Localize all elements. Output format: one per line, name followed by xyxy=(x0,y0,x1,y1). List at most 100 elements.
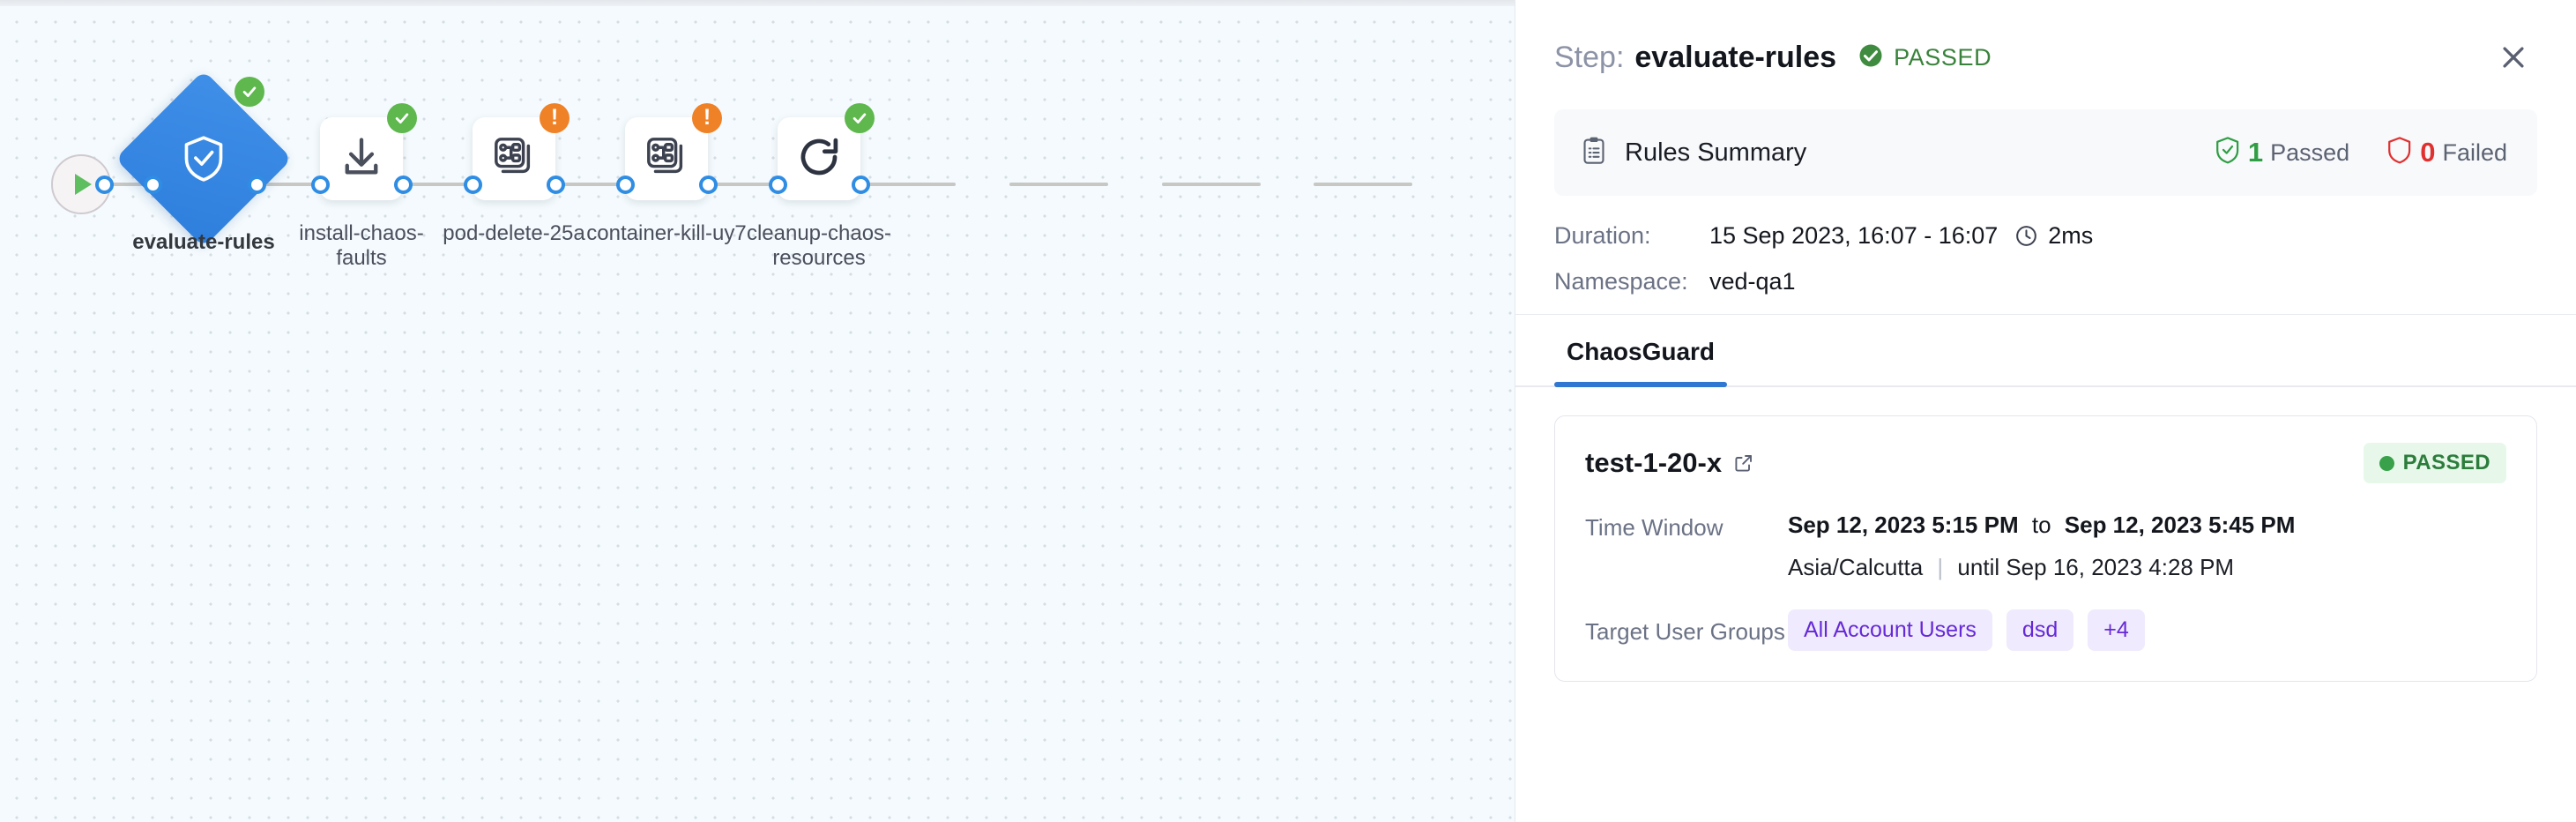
shield-check-icon xyxy=(2215,136,2241,170)
target-user-groups-row: Target User Groups All Account Users dsd… xyxy=(1585,609,2506,651)
duration-elapsed: 2ms xyxy=(2048,222,2094,249)
check-circle-icon xyxy=(1858,42,1884,73)
target-user-groups-label: Target User Groups xyxy=(1585,617,1785,645)
connector-line xyxy=(401,183,500,186)
node-status-badge-success xyxy=(387,103,417,133)
port-dot[interactable] xyxy=(248,176,266,194)
rules-summary-title: Rules Summary xyxy=(1625,138,1807,167)
step-meta: Duration: 15 Sep 2023, 16:07 - 16:07 2ms… xyxy=(1515,196,2576,295)
port-dot[interactable] xyxy=(144,176,162,194)
port-dot[interactable] xyxy=(547,176,565,194)
exclamation-icon: ! xyxy=(703,104,711,130)
rules-failed-label: Failed xyxy=(2442,138,2507,166)
connector-line xyxy=(264,183,335,186)
clipboard-icon xyxy=(1581,136,1607,170)
pipeline-node-cleanup-chaos-resources[interactable]: cleanup-chaos- resources xyxy=(747,103,891,270)
time-window-start: Sep 12, 2023 5:15 PM xyxy=(1788,512,2019,538)
user-group-chip[interactable]: All Account Users xyxy=(1788,609,1992,651)
time-window-end: Sep 12, 2023 5:45 PM xyxy=(2064,512,2296,538)
duration-row: Duration: 15 Sep 2023, 16:07 - 16:07 2ms xyxy=(1554,222,2537,250)
port-dot[interactable] xyxy=(769,176,787,194)
connector-line xyxy=(104,183,157,186)
canvas-top-strip xyxy=(0,0,1515,6)
connector-line xyxy=(857,183,956,186)
close-icon[interactable] xyxy=(2493,37,2534,78)
time-window-join: to xyxy=(2031,512,2051,538)
connector-line xyxy=(554,183,652,186)
pipeline-node-evaluate-rules[interactable]: evaluate-rules xyxy=(115,70,293,254)
test-name-group[interactable]: test-1-20-x xyxy=(1585,447,1754,479)
chaos-fault-icon xyxy=(492,135,536,183)
exclamation-icon: ! xyxy=(550,104,559,130)
node-status-badge-success xyxy=(845,103,875,133)
status-dot-icon xyxy=(2379,455,2394,471)
node-box xyxy=(320,103,417,200)
pipeline-node-install-chaos-faults[interactable]: install-chaos- faults xyxy=(299,103,424,270)
rules-passed-count: 1 xyxy=(2247,137,2264,168)
node-status-badge-warning: ! xyxy=(692,103,722,133)
play-icon xyxy=(75,174,92,195)
rules-passed-label: Passed xyxy=(2270,138,2350,166)
chaos-fault-icon xyxy=(644,135,689,183)
port-dot[interactable] xyxy=(616,176,635,194)
pipeline-node-pod-delete-25a[interactable]: ! pod-delete-25a xyxy=(443,103,585,245)
page-title: evaluate-rules xyxy=(1634,40,1837,74)
port-dot[interactable] xyxy=(394,176,413,194)
port-dot[interactable] xyxy=(95,176,114,194)
tabs-underline xyxy=(1515,385,2576,387)
port-dot[interactable] xyxy=(699,176,718,194)
tab-chaosguard[interactable]: ChaosGuard xyxy=(1554,315,1728,387)
panel-title-prefix: Step: xyxy=(1554,40,1625,74)
diamond-shape xyxy=(115,70,293,248)
namespace-label: Namespace: xyxy=(1554,268,1688,295)
pipeline-node-label: pod-delete-25a xyxy=(443,221,585,245)
time-window-value: Sep 12, 2023 5:15 PM to Sep 12, 2023 5:4… xyxy=(1788,512,2295,581)
clock-icon xyxy=(2014,224,2038,248)
shield-icon xyxy=(2386,136,2413,170)
rules-passed-stat: 1 Passed xyxy=(2215,136,2349,170)
duration-value-group: 15 Sep 2023, 16:07 - 16:07 2ms xyxy=(1709,222,2093,250)
connector-line xyxy=(1162,183,1261,186)
until-value: until Sep 16, 2023 4:28 PM xyxy=(1957,554,2235,580)
port-dot[interactable] xyxy=(311,176,330,194)
refresh-icon xyxy=(795,133,843,185)
node-status-badge-success xyxy=(235,77,264,107)
rules-summary-card: Rules Summary 1 Passed xyxy=(1554,109,2537,196)
panel-tabs: ChaosGuard xyxy=(1515,315,2576,387)
rules-failed-stat: 0 Failed xyxy=(2386,136,2507,170)
connector-line xyxy=(1009,183,1108,186)
namespace-row: Namespace: ved-qa1 xyxy=(1554,268,2537,295)
time-window-row: Time Window Sep 12, 2023 5:15 PM to Sep … xyxy=(1585,512,2506,581)
pipeline-canvas[interactable]: evaluate-rules install-chaos- fault xyxy=(0,0,1515,822)
timezone-value: Asia/Calcutta xyxy=(1788,554,1924,580)
step-details-panel: Step: evaluate-rules PASSED xyxy=(1515,0,2576,822)
time-window-subline: Asia/Calcutta | until Sep 16, 2023 4:28 … xyxy=(1788,554,2295,581)
rules-summary-stats: 1 Passed 0 Failed xyxy=(2215,136,2507,170)
connector-line xyxy=(705,183,804,186)
chaosguard-test-card: test-1-20-x PASSED Time Window S xyxy=(1554,415,2537,682)
pipeline-node-label: container-kill-uy7 xyxy=(586,221,747,245)
namespace-value: ved-qa1 xyxy=(1709,268,1796,295)
separator: | xyxy=(1937,554,1944,580)
port-dot[interactable] xyxy=(464,176,482,194)
test-card-header: test-1-20-x PASSED xyxy=(1585,443,2506,483)
divider xyxy=(1515,314,2576,315)
panel-header: Step: evaluate-rules PASSED xyxy=(1515,0,2576,78)
download-icon xyxy=(339,134,384,184)
node-status-badge-warning: ! xyxy=(540,103,570,133)
test-status-text: PASSED xyxy=(2402,451,2490,475)
rules-failed-count: 0 xyxy=(2420,137,2436,168)
port-dot[interactable] xyxy=(852,176,870,194)
user-group-chip[interactable]: dsd xyxy=(2006,609,2074,651)
pipeline-node-label: install-chaos- faults xyxy=(299,221,424,270)
pipeline-node-label: evaluate-rules xyxy=(132,230,275,254)
external-link-icon[interactable] xyxy=(1733,452,1754,474)
rules-summary-left: Rules Summary xyxy=(1581,136,1806,170)
pipeline-node-container-kill-uy7[interactable]: ! container-kill-uy7 xyxy=(586,103,747,245)
test-name: test-1-20-x xyxy=(1585,447,1723,478)
status-text: PASSED xyxy=(1894,43,1992,71)
user-group-chip-overflow[interactable]: +4 xyxy=(2088,609,2145,651)
connector-line xyxy=(1314,183,1412,186)
node-box: ! xyxy=(473,103,570,200)
